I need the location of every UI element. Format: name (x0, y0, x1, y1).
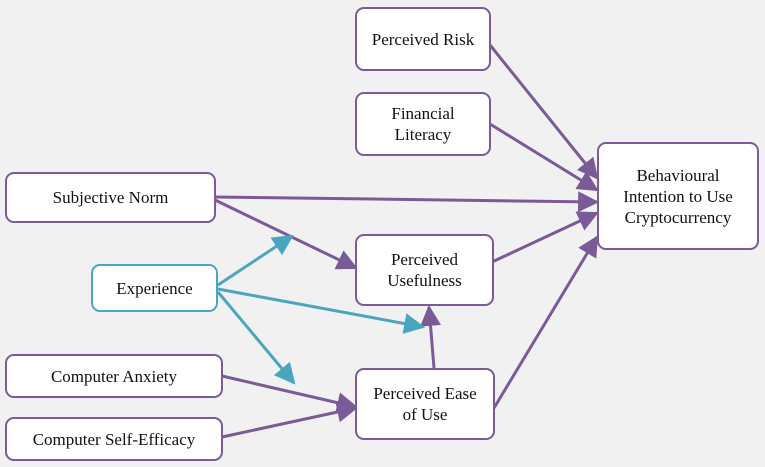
arrow-easeofuse-to-intention (492, 235, 599, 409)
arrow-selfefficacy-to-easeofuse (221, 401, 359, 439)
arrow-easeofuse-to-usefulness (420, 304, 442, 369)
node-perceived-risk: Perceived Risk (355, 7, 491, 71)
node-experience: Experience (91, 264, 218, 312)
node-perceived-ease-of-use: Perceived Ease of Use (355, 368, 495, 440)
node-computer-self-efficacy: Computer Self-Efficacy (5, 417, 223, 461)
arrow-experience-moderates-anxiety (216, 291, 296, 385)
node-computer-anxiety: Computer Anxiety (5, 354, 223, 398)
arrow-anxiety-to-easeofuse (221, 374, 359, 413)
node-perceived-usefulness: Perceived Usefulness (355, 234, 494, 306)
arrow-experience-moderates-easeofuse (217, 287, 426, 334)
arrow-norm-to-intention (214, 191, 600, 213)
arrow-risk-to-intention (488, 44, 599, 180)
node-financial-literacy: Financial Literacy (355, 92, 491, 156)
arrow-experience-moderates-norm (217, 234, 294, 287)
node-behavioural-intention: Behavioural Intention to Use Cryptocurre… (597, 142, 759, 250)
arrow-norm-to-usefulness (214, 198, 358, 270)
node-subjective-norm: Subjective Norm (5, 172, 216, 223)
arrow-usefulness-to-intention (491, 211, 599, 264)
arrow-literacy-to-intention (489, 122, 599, 192)
